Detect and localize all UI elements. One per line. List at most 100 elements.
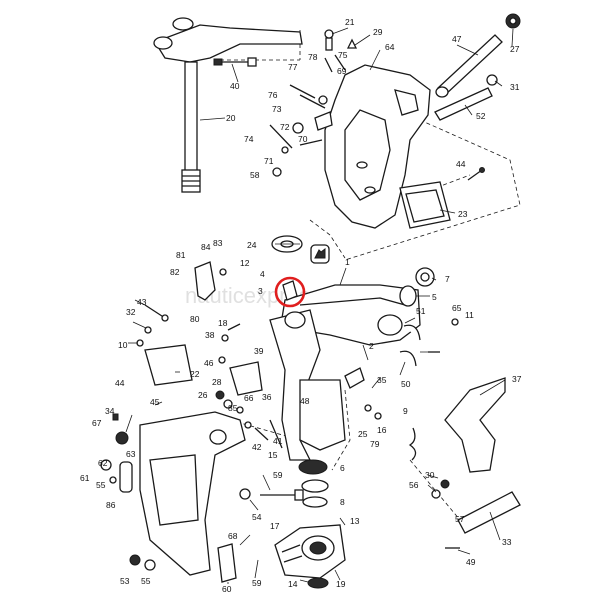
callout-20: 20	[226, 113, 236, 123]
part-tilt-tube	[435, 34, 503, 98]
callout-11: 11	[465, 310, 474, 320]
callout-59b: 59	[252, 578, 262, 588]
callout-44b: 44	[456, 159, 466, 169]
callout-labels: 1 2 3 4 5 6 7 8 9 10 11 12 13 14 15 16 1…	[80, 17, 522, 594]
part-small-hardware-right	[344, 318, 460, 549]
callout-9: 9	[403, 406, 408, 416]
callout-30: 30	[425, 470, 435, 480]
part-sleeve-52	[434, 87, 493, 121]
callout-19: 19	[336, 579, 346, 589]
callout-59: 59	[273, 470, 283, 480]
callout-79: 79	[370, 439, 380, 449]
callout-84: 84	[201, 242, 211, 252]
callout-49: 49	[466, 557, 476, 567]
callout-83: 83	[213, 238, 223, 248]
part-bushing-5	[399, 285, 417, 307]
part-transom-bracket	[139, 411, 246, 576]
callout-37: 37	[512, 374, 522, 384]
callout-35: 35	[377, 375, 387, 385]
callout-54: 54	[252, 512, 262, 522]
callout-43: 43	[137, 297, 147, 307]
callout-47: 47	[452, 34, 462, 44]
callout-39: 39	[254, 346, 264, 356]
callout-73: 73	[272, 104, 282, 114]
callout-6: 6	[340, 463, 345, 473]
part-pad-33	[457, 491, 521, 534]
part-bushing-3	[274, 276, 306, 308]
part-plate-23	[399, 181, 451, 229]
callout-65: 65	[452, 303, 462, 313]
callout-24: 24	[247, 240, 257, 250]
callout-67: 67	[92, 418, 102, 428]
callout-61: 61	[80, 473, 90, 483]
callout-55: 55	[96, 480, 106, 490]
callout-36: 36	[262, 392, 272, 402]
callout-55b: 55	[141, 576, 151, 586]
callout-81: 81	[176, 250, 186, 260]
callout-10: 10	[118, 340, 128, 350]
callout-64: 64	[385, 42, 395, 52]
part-small-hardware-left	[136, 261, 263, 396]
callout-62: 62	[98, 458, 108, 468]
part-lower-mount	[274, 524, 346, 579]
part-washer-14	[307, 577, 329, 589]
highlight-ring	[274, 276, 306, 308]
callout-34: 34	[105, 406, 115, 416]
callout-82: 82	[170, 267, 180, 277]
callout-71: 71	[264, 156, 274, 166]
callout-28: 28	[212, 377, 222, 387]
callout-41: 41	[273, 436, 283, 446]
callout-44: 44	[115, 378, 125, 388]
part-steering-shaft	[153, 17, 303, 193]
callout-46: 46	[204, 358, 214, 368]
callout-63: 63	[126, 449, 136, 459]
callout-2: 2	[369, 341, 374, 351]
callout-51: 51	[416, 306, 426, 316]
part-washer-54	[239, 488, 251, 500]
callout-21: 21	[345, 17, 355, 27]
callout-8: 8	[340, 497, 345, 507]
callout-76: 76	[268, 90, 278, 100]
callout-56: 56	[409, 480, 419, 490]
callout-3: 3	[258, 286, 263, 296]
callout-32: 32	[126, 307, 136, 317]
callout-5: 5	[432, 292, 437, 302]
callout-27: 27	[510, 44, 520, 54]
callout-72: 72	[280, 122, 290, 132]
callout-77: 77	[288, 62, 298, 72]
callout-1: 1	[345, 257, 350, 267]
part-bolt-44	[467, 167, 485, 181]
callout-14: 14	[288, 579, 298, 589]
callout-22: 22	[190, 369, 200, 379]
callout-4: 4	[260, 269, 265, 279]
callout-70: 70	[298, 134, 308, 144]
part-washer-7	[415, 267, 435, 287]
callout-12: 12	[240, 258, 250, 268]
part-small-hardware-top	[269, 29, 358, 177]
callout-29: 29	[373, 27, 383, 37]
callout-86: 86	[106, 500, 116, 510]
callout-38: 38	[205, 330, 215, 340]
callout-48: 48	[300, 396, 310, 406]
callout-13: 13	[350, 516, 360, 526]
callout-85: 85	[228, 403, 238, 413]
callout-42: 42	[252, 442, 262, 452]
part-bolt-40	[213, 57, 257, 67]
callout-33: 33	[502, 537, 512, 547]
callout-68: 68	[228, 531, 238, 541]
part-nut-27	[505, 13, 521, 29]
part-clamp-bracket	[269, 284, 421, 461]
callout-7: 7	[445, 274, 450, 284]
callout-74: 74	[244, 134, 254, 144]
callout-58: 58	[250, 170, 260, 180]
part-washer-31	[486, 74, 498, 86]
callout-75: 75	[338, 50, 348, 60]
callout-57: 57	[455, 514, 465, 524]
callout-78: 78	[308, 52, 318, 62]
callout-23: 23	[458, 209, 468, 219]
part-logo-box	[310, 244, 330, 264]
callout-17: 17	[270, 521, 280, 531]
part-bolt-59	[260, 489, 304, 501]
callout-45: 45	[150, 397, 160, 407]
